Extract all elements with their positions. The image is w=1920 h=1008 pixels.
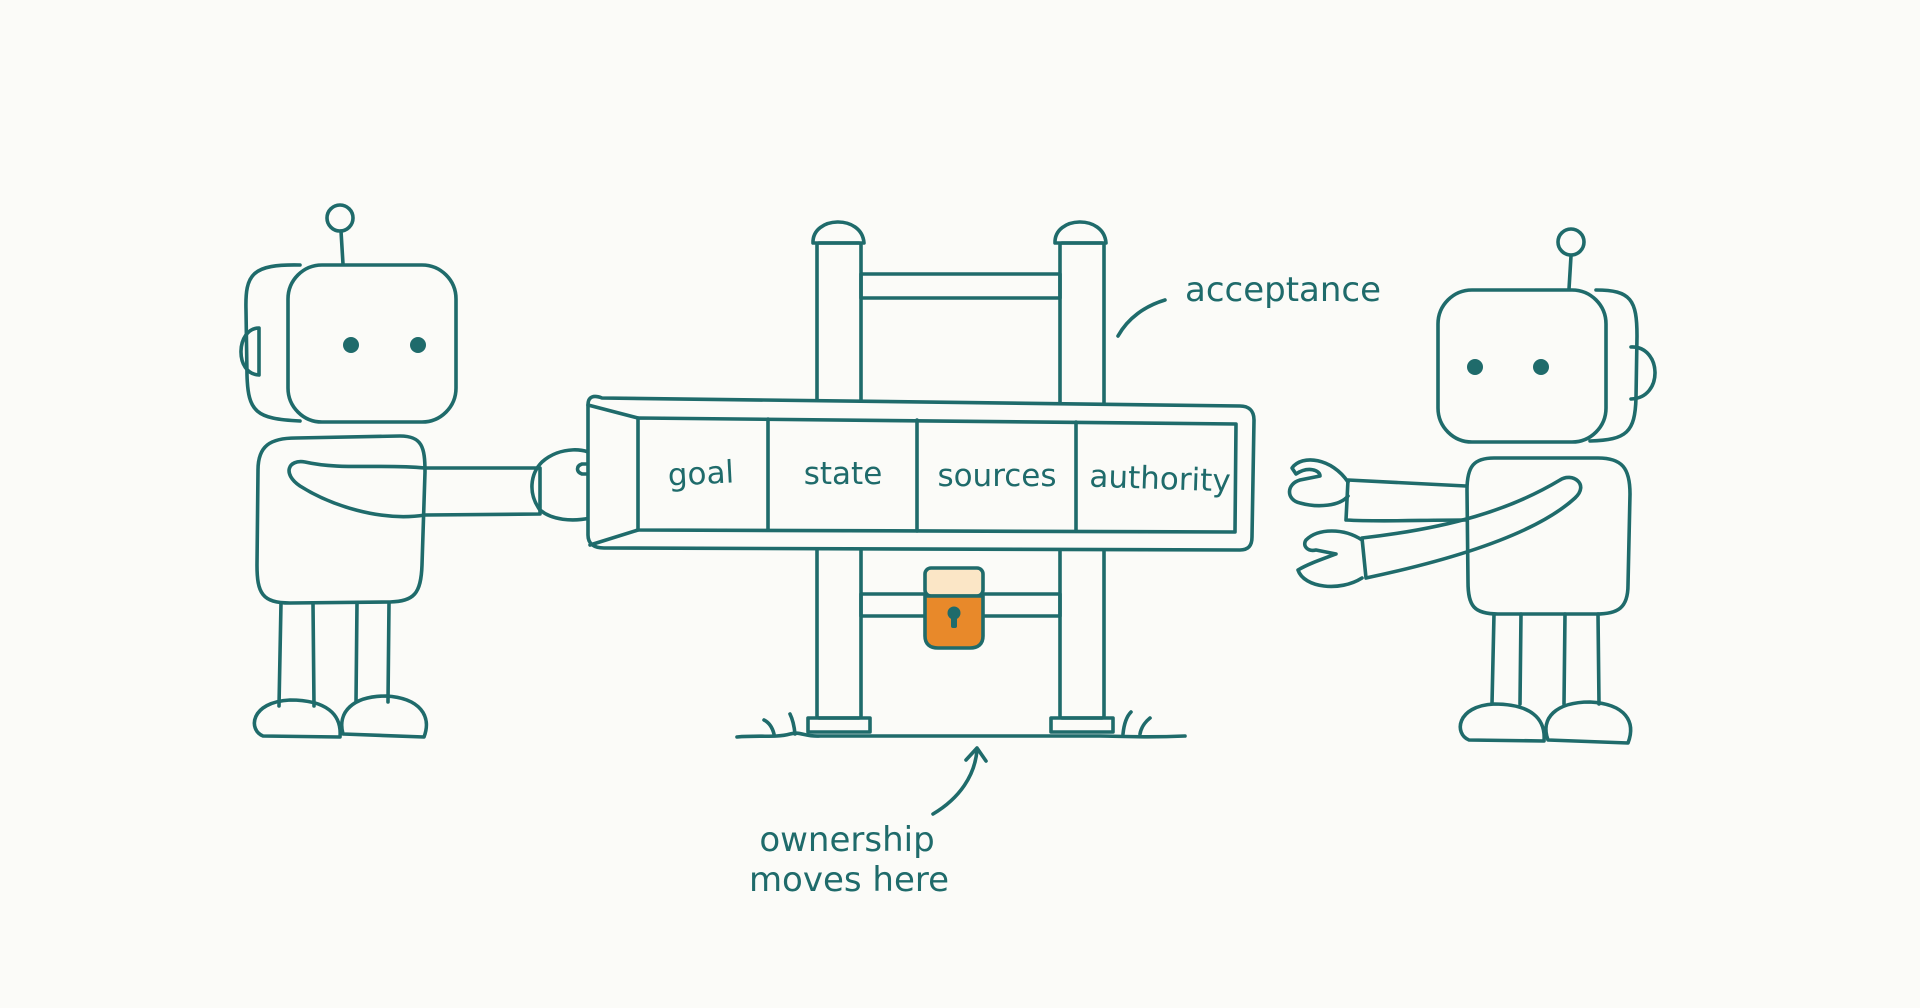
- left-robot-eye-left: [343, 337, 359, 353]
- ownership-label-line2: moves here: [749, 860, 949, 900]
- left-robot-arm: [287, 459, 542, 519]
- right-robot-claw-lower: [1296, 529, 1364, 589]
- right-robot-antenna: [1556, 227, 1586, 291]
- left-robot-eye-right: [410, 337, 426, 353]
- right-robot-eye-right: [1533, 359, 1549, 375]
- acceptance-label: acceptance: [1185, 270, 1381, 310]
- left-robot-antenna: [325, 203, 355, 266]
- left-robot: [239, 203, 634, 739]
- right-robot-head-back: [1588, 288, 1639, 443]
- right-robot-legs: [1458, 612, 1633, 745]
- segment-authority: authority: [1089, 459, 1231, 500]
- left-robot-body: [255, 434, 427, 605]
- acceptance-leader: [1116, 298, 1167, 338]
- packet-front: [636, 416, 1238, 534]
- right-robot-eye-left: [1467, 359, 1483, 375]
- right-robot-face: [1436, 288, 1608, 444]
- left-robot-face: [286, 263, 458, 424]
- context-packet: goal state sources authority: [586, 394, 1256, 552]
- segment-state: state: [804, 456, 883, 492]
- ownership-label-line1: ownership: [759, 820, 934, 860]
- padlock-icon: [923, 566, 985, 650]
- left-post-cap: [811, 220, 866, 245]
- right-robot-lower-arm: [1360, 475, 1583, 580]
- ownership-annotation: ownership moves here: [749, 746, 988, 900]
- right-robot-upper-arm: [1344, 478, 1468, 523]
- right-robot-claw-upper: [1287, 458, 1350, 508]
- segment-sources: sources: [937, 458, 1056, 494]
- left-robot-legs: [252, 601, 429, 739]
- right-robot-ear: [1629, 345, 1657, 401]
- left-robot-head-back: [244, 263, 302, 423]
- padlock-top: [923, 566, 985, 598]
- right-robot: [1287, 227, 1657, 745]
- segment-goal: goal: [667, 454, 735, 493]
- ground-line: [735, 731, 1187, 739]
- right-robot-body: [1465, 456, 1632, 616]
- top-crossbar: [859, 272, 1062, 300]
- left-robot-ear: [239, 326, 261, 377]
- ownership-arrow: [931, 748, 979, 816]
- right-post-cap: [1053, 220, 1108, 245]
